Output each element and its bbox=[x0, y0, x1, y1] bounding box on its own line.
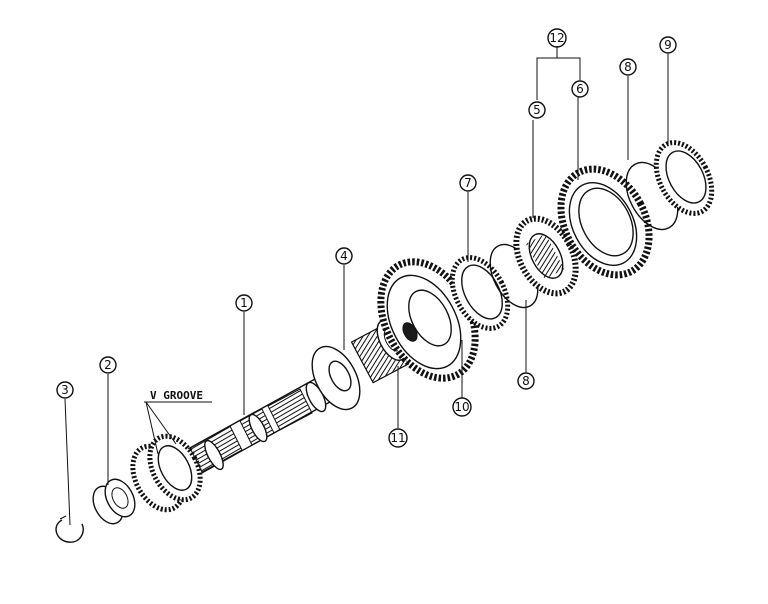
callout-11: 11 bbox=[388, 428, 408, 448]
coupling-sleeve bbox=[557, 165, 653, 279]
svg-text:11: 11 bbox=[390, 431, 405, 445]
callout-10: 10 bbox=[452, 397, 472, 417]
svg-text:10: 10 bbox=[454, 400, 469, 414]
svg-text:9: 9 bbox=[664, 38, 672, 52]
svg-text:12: 12 bbox=[549, 31, 564, 45]
thrust-washer bbox=[311, 345, 361, 411]
front-bearing bbox=[92, 478, 136, 525]
svg-text:6: 6 bbox=[576, 82, 584, 96]
svg-text:5: 5 bbox=[533, 103, 541, 117]
callout-7: 7 bbox=[459, 174, 477, 192]
svg-text:1: 1 bbox=[240, 296, 248, 310]
callout-3: 3 bbox=[56, 381, 74, 399]
callout-2: 2 bbox=[99, 356, 117, 374]
callout-9: 9 bbox=[659, 36, 677, 54]
svg-text:3: 3 bbox=[61, 383, 69, 397]
snap-ring bbox=[55, 515, 84, 543]
synchronizer-ring-rear bbox=[653, 140, 715, 216]
synchronizer-ring-front bbox=[449, 255, 511, 331]
callout-8-upper: 8 bbox=[619, 58, 637, 76]
svg-text:7: 7 bbox=[464, 176, 472, 190]
callout-4: 4 bbox=[335, 247, 353, 265]
callout-5: 5 bbox=[528, 101, 546, 119]
leader-lines bbox=[64, 46, 669, 526]
svg-text:4: 4 bbox=[340, 249, 348, 263]
svg-text:2: 2 bbox=[104, 358, 112, 372]
callout-12: 12 bbox=[547, 28, 567, 48]
v-groove-label: V GROOVE bbox=[144, 389, 212, 455]
v-groove-text: V GROOVE bbox=[150, 389, 203, 402]
callout-6: 6 bbox=[571, 80, 589, 98]
svg-text:8: 8 bbox=[624, 60, 632, 74]
shaft-drive-gear bbox=[130, 433, 203, 513]
callout-8-lower: 8 bbox=[517, 372, 535, 390]
main-shaft bbox=[149, 367, 349, 496]
callout-1: 1 bbox=[235, 294, 253, 312]
svg-text:8: 8 bbox=[522, 374, 530, 388]
